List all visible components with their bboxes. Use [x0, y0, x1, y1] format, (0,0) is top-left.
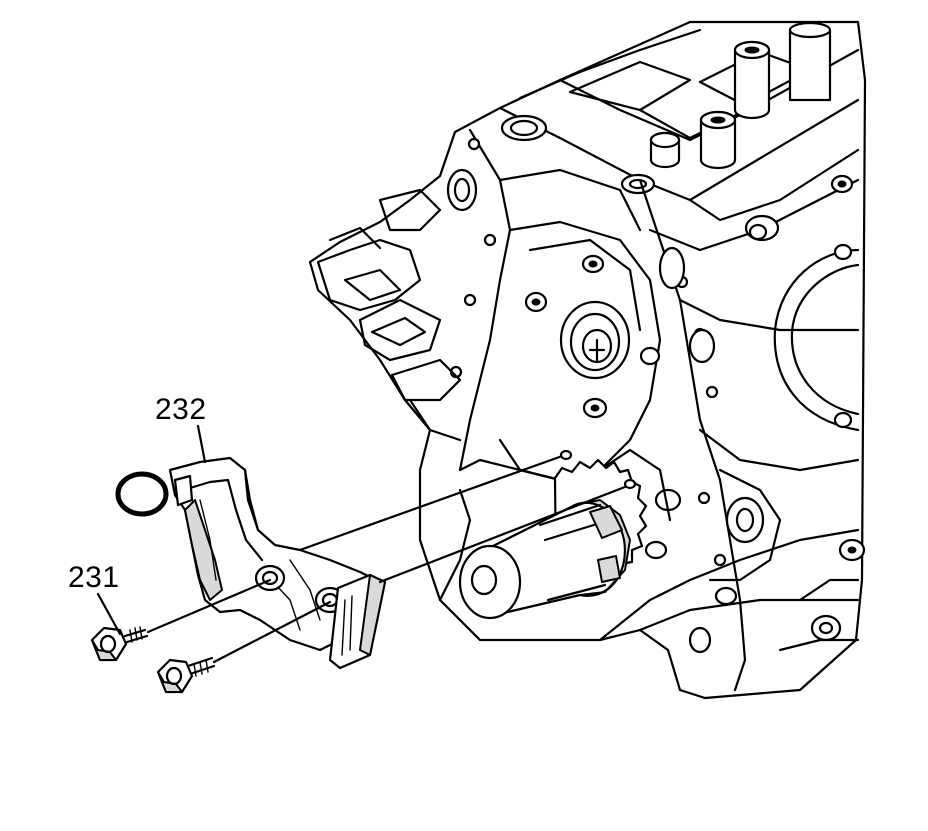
engine-block — [308, 20, 867, 700]
timing-chain-tensioner-guide — [168, 456, 387, 670]
o-ring-seal — [115, 471, 169, 517]
callout-231: 231 — [68, 561, 120, 594]
bolt-lower — [156, 656, 216, 694]
leader-231 — [96, 592, 122, 636]
callout-232: 232 — [155, 393, 207, 426]
leader-232 — [196, 424, 207, 464]
alignment-lines — [146, 449, 637, 664]
bolt-upper — [90, 626, 149, 662]
crank-sprocket-assembly — [458, 458, 648, 620]
